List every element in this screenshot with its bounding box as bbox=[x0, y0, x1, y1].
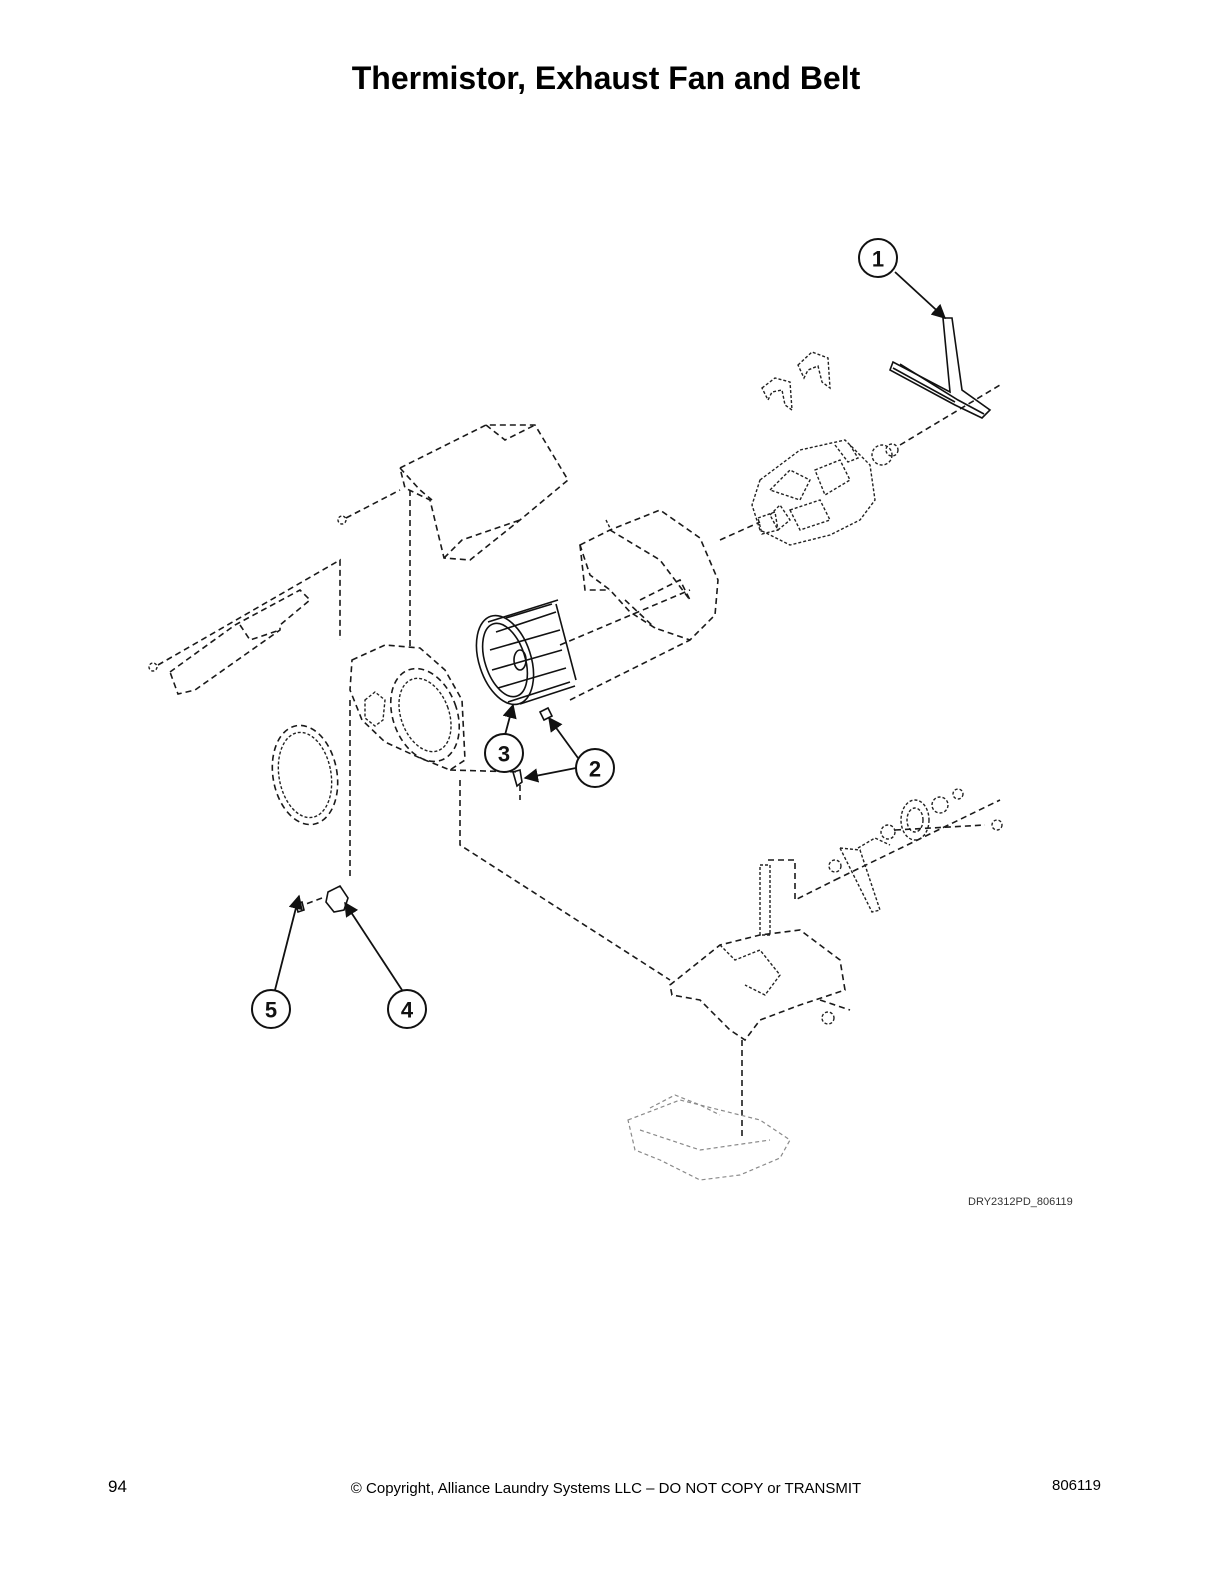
svg-text:3: 3 bbox=[498, 742, 510, 767]
page-title: Thermistor, Exhaust Fan and Belt bbox=[351, 60, 861, 96]
leader-2a bbox=[548, 716, 579, 759]
svg-text:5: 5 bbox=[265, 998, 277, 1023]
callout-3: 3 bbox=[484, 733, 524, 773]
callout-1: 1 bbox=[858, 238, 898, 278]
drive-belt bbox=[889, 317, 992, 419]
mounting-bracket bbox=[148, 558, 341, 695]
blower-housing-cover bbox=[337, 424, 570, 650]
leader-1 bbox=[894, 271, 947, 319]
belt-clips bbox=[761, 351, 831, 412]
document-number: 806119 bbox=[1052, 1477, 1101, 1494]
leader-4 bbox=[344, 901, 403, 991]
leader-5 bbox=[274, 894, 303, 991]
exhaust-fan-blower-wheel bbox=[475, 589, 691, 706]
copyright-notice: © Copyright, Alliance Laundry Systems LL… bbox=[350, 1480, 862, 1497]
blower-housing bbox=[349, 644, 671, 981]
callout-5: 5 bbox=[251, 989, 291, 1029]
drive-motor bbox=[751, 384, 1001, 546]
svg-text:4: 4 bbox=[401, 998, 414, 1023]
base-plate bbox=[627, 1094, 791, 1181]
fan-housing bbox=[579, 509, 761, 641]
svg-text:1: 1 bbox=[872, 247, 884, 272]
thermistor bbox=[305, 884, 349, 913]
callout-4: 4 bbox=[387, 989, 427, 1029]
page-number: 94 bbox=[108, 1477, 127, 1496]
leader-3 bbox=[502, 703, 517, 736]
drawing-code: DRY2312PD_806119 bbox=[968, 1196, 1073, 1208]
fan-screws bbox=[512, 706, 554, 800]
svg-text:2: 2 bbox=[589, 757, 601, 782]
leader-2b bbox=[523, 767, 577, 783]
idler-pulley-assembly bbox=[669, 788, 1003, 1140]
seal-ring bbox=[271, 724, 339, 826]
callout-2: 2 bbox=[575, 748, 615, 788]
